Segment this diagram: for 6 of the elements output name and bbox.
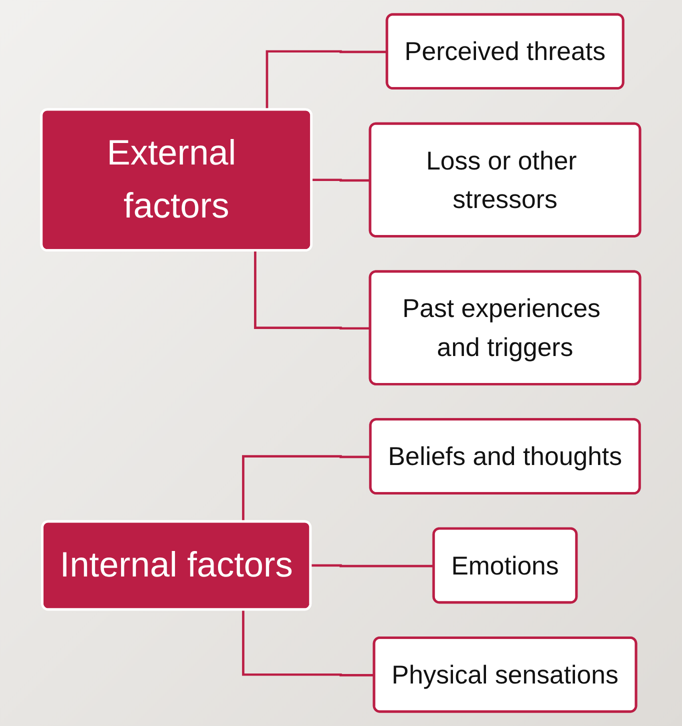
connector	[311, 178, 371, 182]
connector	[254, 250, 371, 330]
connector	[242, 610, 375, 676]
connector	[310, 564, 434, 568]
connector	[242, 455, 372, 522]
connector	[266, 50, 388, 110]
